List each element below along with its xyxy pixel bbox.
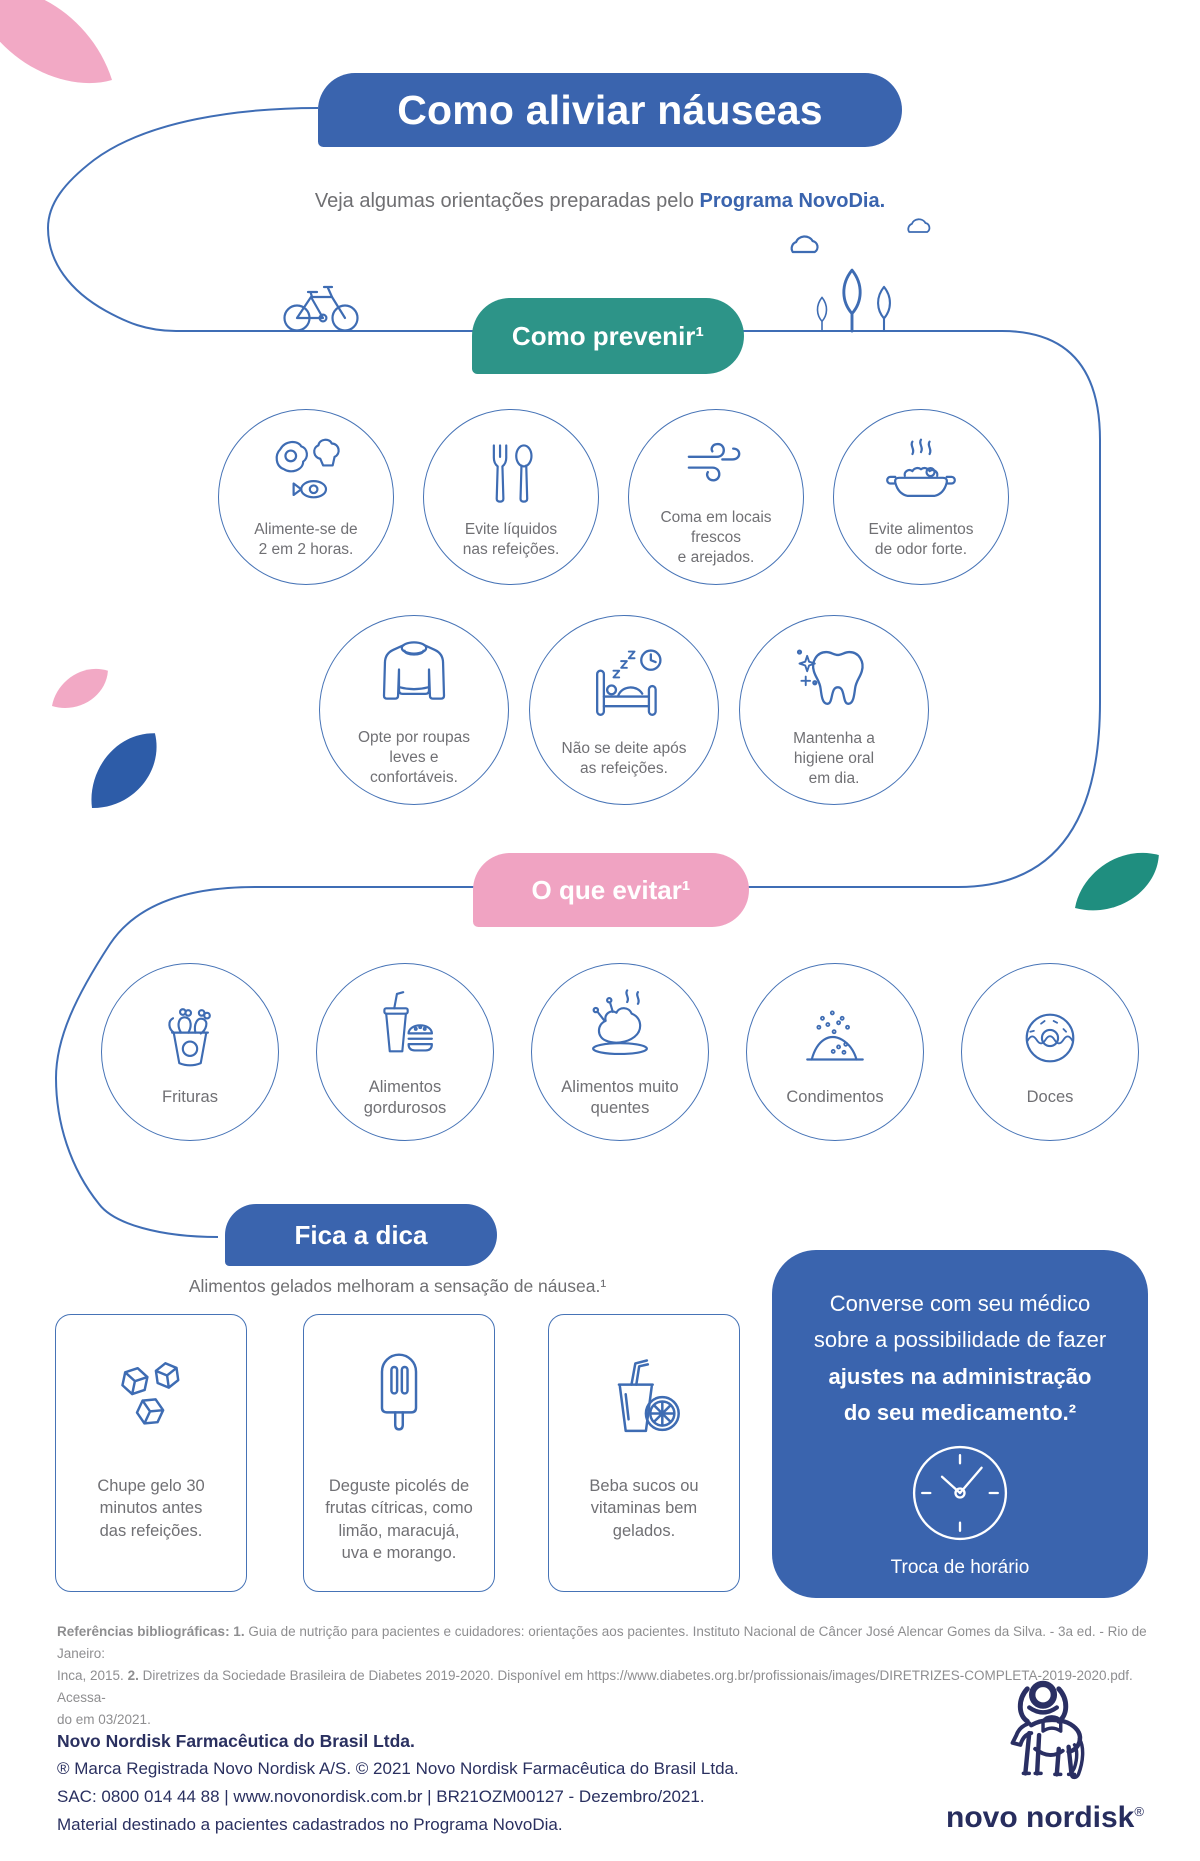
juice-citrus-icon (617, 1359, 680, 1433)
petal-pink-top-left (0, 0, 112, 84)
registered-mark: ® (1134, 1804, 1144, 1819)
eggs-broccoli-fish-icon (275, 438, 340, 499)
petal-pink-left (52, 669, 108, 708)
trees-icon (816, 268, 891, 333)
references: Referências bibliográficas: 1. Guia de n… (57, 1621, 1157, 1731)
avoid-item-label: Doces (1026, 1088, 1074, 1107)
subtitle-text: Veja algumas orientações preparadas pelo (314, 190, 700, 212)
popsicle-icon (380, 1353, 418, 1431)
section-banner-tip: Fica a dica (225, 1204, 497, 1266)
page-title-banner: Como aliviar náuseas (318, 73, 902, 147)
footer-line: Material destinado a pacientes cadastrad… (57, 1815, 563, 1834)
doctor-caption: Troca de horário (890, 1557, 1030, 1579)
tip-card-label: Chupe gelo 30 minutos antes das refeiçõe… (97, 1477, 205, 1540)
petal-blue-left (91, 733, 157, 809)
prevent-item-circle: Evite alimentos de odor forte. (833, 409, 1009, 585)
footer-line: ® Marca Registrada Novo Nordisk A/S. © 2… (57, 1759, 739, 1778)
avoid-item-circle: Frituras (101, 963, 279, 1141)
avoid-item-circle: Doces (961, 963, 1139, 1141)
apis-bull-icon (1010, 1680, 1085, 1780)
fork-spoon-icon (492, 444, 533, 503)
avoid-item-circle: Condimentos (746, 963, 924, 1141)
soda-burger-icon (383, 990, 433, 1053)
logo-wordmark: novo nordisk® (946, 1801, 1144, 1834)
hot-chicken-icon (592, 989, 648, 1055)
footer-company: Novo Nordisk Farmacêutica do Brasil Ltda… (57, 1731, 415, 1751)
prevent-item-label: Coma em locais frescos e arejados. (660, 509, 772, 566)
prevent-item-label: Evite alimentos de odor forte. (868, 521, 974, 558)
tooth-sparkle-icon (796, 649, 864, 706)
hot-dish-icon (886, 438, 956, 498)
clock-icon (912, 1446, 1008, 1541)
section-banner-prevent-label: Como prevenir¹ (511, 320, 705, 351)
tip-card: Beba sucos ou vitaminas bem gelados. (548, 1314, 740, 1592)
condiments-icon (806, 1010, 864, 1062)
tip-lead-text: Alimentos gelados melhoram a sensação de… (188, 1276, 607, 1296)
section-banner-avoid-label: O que evitar¹ (531, 874, 691, 905)
prevent-item-label: Opte por roupas leves e confortáveis. (357, 729, 470, 786)
tip-card: Chupe gelo 30 minutos antes das refeiçõe… (55, 1314, 247, 1592)
reference-line: Referências bibliográficas: 1. Guia de n… (57, 1624, 1147, 1661)
wind-icon (687, 443, 741, 482)
doctor-advice-box: Converse com seu médico sobre a possibil… (772, 1250, 1148, 1598)
novo-nordisk-logo: novo nordisk® (925, 1678, 1165, 1835)
section-banner-avoid: O que evitar¹ (473, 853, 749, 927)
reference-line: Inca, 2015. 2. Diretrizes da Sociedade B… (57, 1668, 1133, 1705)
sweater-icon (382, 641, 446, 700)
ice-cubes-icon (121, 1362, 180, 1425)
subtitle-program-name: Programa NovoDia. (699, 190, 886, 212)
prevent-item-label: Evite líquidos nas refeições. (462, 521, 560, 558)
doctor-advice-text-bold: ajustes na administração do seu medicame… (828, 1363, 1092, 1425)
avoid-item-label: Alimentos gordurosos (363, 1077, 447, 1117)
page-title: Como aliviar náuseas (397, 86, 823, 133)
prevent-item-circle: Alimente-se de 2 em 2 horas. (218, 409, 394, 585)
subtitle: Veja algumas orientações preparadas pelo… (0, 190, 1200, 213)
footer-line: SAC: 0800 014 44 88 | www.novonordisk.co… (57, 1787, 705, 1806)
prevent-item-label: Mantenha a higiene oral em dia. (793, 730, 875, 787)
prevent-item-circle: Mantenha a higiene oral em dia. (739, 615, 929, 805)
tip-card-label: Deguste picolés de frutas cítricas, como… (325, 1477, 473, 1563)
doctor-advice-text: Converse com seu médico sobre a possibil… (813, 1291, 1107, 1353)
bicycle-icon (283, 285, 359, 332)
fried-chicken-bucket-icon (168, 1008, 211, 1067)
prevent-item-circle: Não se deite após as refeições. (529, 615, 719, 805)
bed-clock-icon (596, 649, 662, 717)
section-banner-prevent: Como prevenir¹ (472, 298, 744, 374)
avoid-item-label: Condimentos (786, 1088, 884, 1107)
tip-card: Deguste picolés de frutas cítricas, como… (303, 1314, 495, 1592)
avoid-item-label: Alimentos muito quentes (561, 1077, 679, 1117)
avoid-item-circle: Alimentos muito quentes (531, 963, 709, 1141)
footer-info: Novo Nordisk Farmacêutica do Brasil Ltda… (57, 1727, 817, 1839)
petal-teal-right (1075, 852, 1159, 911)
prevent-item-circle: Evite líquidos nas refeições. (423, 409, 599, 585)
tip-card-label: Beba sucos ou vitaminas bem gelados. (589, 1477, 699, 1540)
reference-line: do em 03/2021. (57, 1712, 151, 1727)
section-banner-tip-label: Fica a dica (294, 1219, 428, 1250)
prevent-item-circle: Coma em locais frescos e arejados. (628, 409, 804, 585)
prevent-item-label: Não se deite após as refeições. (561, 740, 687, 777)
avoid-item-circle: Alimentos gordurosos (316, 963, 494, 1141)
donut-icon (1025, 1014, 1075, 1063)
prevent-item-circle: Opte por roupas leves e confortáveis. (319, 615, 509, 805)
prevent-item-label: Alimente-se de 2 em 2 horas. (254, 521, 358, 558)
clouds-icon (790, 218, 931, 254)
avoid-item-label: Frituras (162, 1088, 218, 1107)
